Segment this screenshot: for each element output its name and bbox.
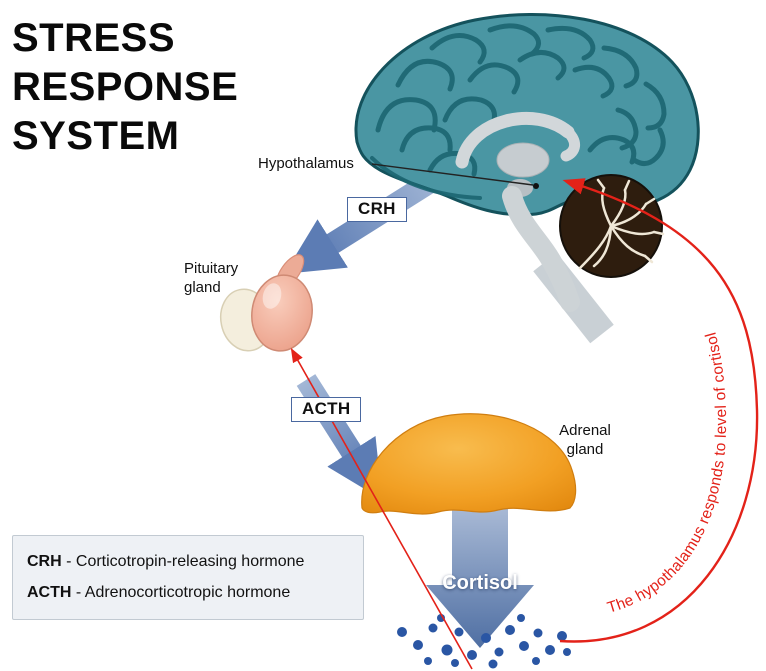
legend-crh-definition: - Corticotropin-releasing hormone	[61, 553, 305, 570]
legend-item-crh: CRH - Corticotropin-releasing hormone	[27, 553, 349, 571]
corpus-callosum	[455, 112, 575, 169]
feedback-loop-arrow	[559, 178, 759, 643]
corpus-callosum-end	[560, 126, 580, 162]
crh-hormone-box: CRH	[347, 197, 407, 222]
pituitary-posterior-lobe	[251, 274, 313, 352]
feedback-note-textpath: The hypothalamus responds to level of co…	[605, 330, 729, 616]
page-title: STRESS RESPONSE SYSTEM	[12, 14, 238, 160]
hypothalamus-label: Hypothalamus	[258, 155, 354, 172]
pituitary-highlight	[262, 283, 282, 309]
feedback-note-text: The hypothalamus responds to level of co…	[605, 330, 730, 616]
adrenal-gland-illustration	[361, 413, 577, 515]
pituitary-gland-illustration	[219, 254, 313, 352]
legend-acth-abbr: ACTH	[27, 584, 72, 601]
legend-crh-abbr: CRH	[27, 553, 62, 570]
cortisol-label: Cortisol	[442, 572, 518, 594]
legend-acth-definition: - Adrenocorticotropic hormone	[71, 584, 291, 601]
brain-gyri	[370, 23, 667, 200]
title-line-1: STRESS	[12, 16, 176, 60]
hypothalamus-pointer-line	[371, 163, 534, 186]
cerebellum-arbor-vitae	[578, 178, 665, 270]
legend-box: CRH - Corticotropin-releasing hormone AC…	[12, 535, 364, 620]
cortisol-molecule-dots	[397, 614, 571, 669]
thalamus	[496, 142, 550, 178]
brainstem	[502, 186, 580, 312]
pituitary-gland-label: Pituitary gland	[184, 260, 239, 296]
cortisol-arrow	[426, 480, 534, 648]
brain-illustration	[354, 12, 700, 312]
adrenal-gland-label: Adrenal gland	[559, 422, 611, 458]
title-line-3: SYSTEM	[12, 113, 180, 158]
legend-item-acth: ACTH - Adrenocorticotropic hormone	[27, 584, 349, 602]
title-line-2: RESPONSE	[12, 64, 239, 109]
hypothalamus-pointer-dot	[533, 183, 539, 189]
acth-hormone-box: ACTH	[291, 397, 362, 422]
